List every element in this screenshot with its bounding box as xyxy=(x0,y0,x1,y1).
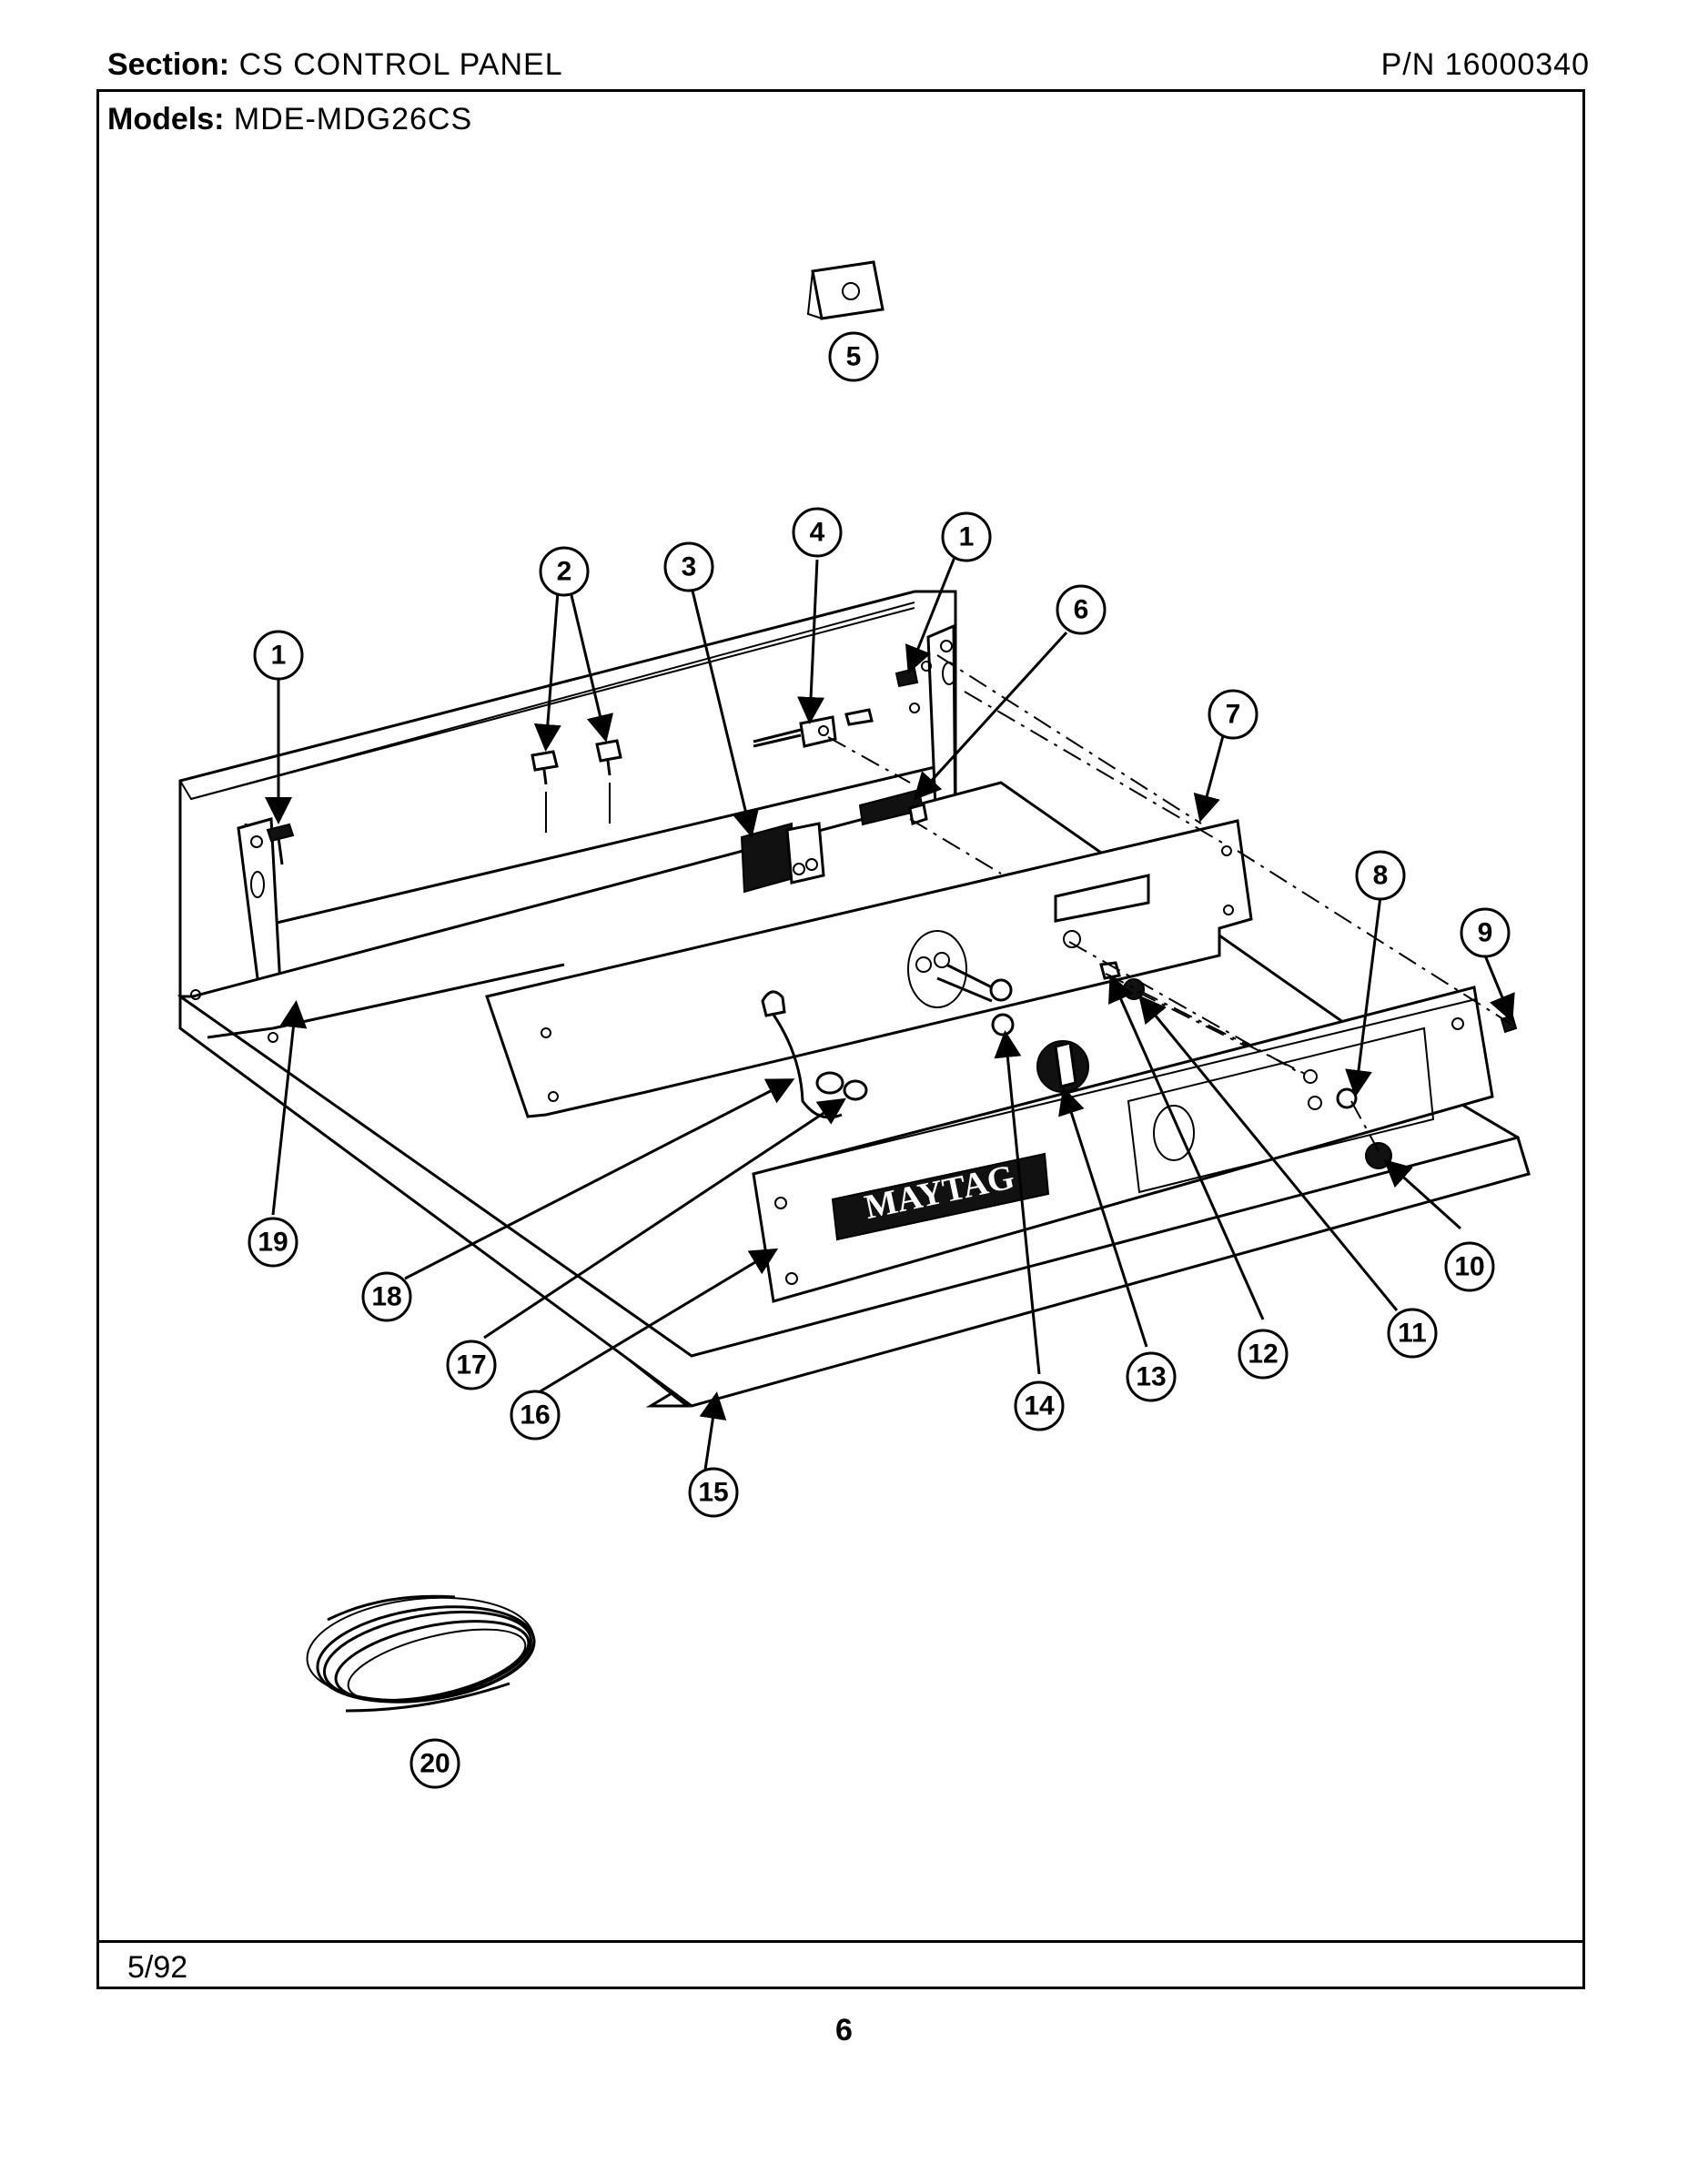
assembly-lines xyxy=(827,654,1511,1152)
section-value: CS CONTROL PANEL xyxy=(238,47,563,82)
callout-15: 15 xyxy=(688,1467,739,1518)
callout-17: 17 xyxy=(446,1340,497,1390)
svg-text:11: 11 xyxy=(1398,1319,1427,1349)
svg-text:10: 10 xyxy=(1454,1252,1484,1282)
revision-date: 5/92 xyxy=(127,1950,188,1985)
models-label: Models: xyxy=(107,102,225,136)
callout-12: 12 xyxy=(1238,1329,1289,1380)
control-bracket xyxy=(485,819,1253,1118)
callout-11: 11 xyxy=(1387,1308,1438,1359)
svg-text:12: 12 xyxy=(1248,1340,1278,1370)
svg-text:3: 3 xyxy=(682,552,697,582)
svg-text:15: 15 xyxy=(698,1478,728,1508)
svg-text:1: 1 xyxy=(959,522,975,552)
svg-text:8: 8 xyxy=(1373,861,1389,891)
models-value: MDE-MDG26CS xyxy=(233,102,473,136)
callout-6: 6 xyxy=(1056,584,1107,635)
callout-13: 13 xyxy=(1126,1351,1177,1402)
svg-text:18: 18 xyxy=(371,1282,401,1312)
section-label: Section: xyxy=(107,47,230,82)
svg-text:16: 16 xyxy=(520,1400,550,1431)
footer-divider xyxy=(96,1940,1585,1943)
svg-text:5: 5 xyxy=(846,342,862,372)
callout-8: 8 xyxy=(1355,850,1406,901)
callout-9: 9 xyxy=(1460,907,1511,958)
callout-18: 18 xyxy=(361,1271,412,1322)
callout-19: 19 xyxy=(248,1217,298,1268)
part-number: P/N 16000340 xyxy=(1381,47,1590,83)
page-number: 6 xyxy=(835,2013,853,2048)
callout-1-left: 1 xyxy=(253,630,304,681)
callout-4: 4 xyxy=(792,507,843,558)
leader-lines xyxy=(265,554,1515,1471)
part-switch-3 xyxy=(740,822,825,894)
part-switch-6 xyxy=(858,788,928,826)
part-knob-13 xyxy=(1036,1040,1089,1093)
pn-label: P/N xyxy=(1380,47,1436,82)
section-heading: Section: CS CONTROL PANEL xyxy=(107,47,563,83)
part-screws-1-left xyxy=(266,823,295,865)
part-wire-harness-20 xyxy=(306,1594,536,1713)
svg-text:7: 7 xyxy=(1226,700,1241,730)
svg-text:13: 13 xyxy=(1136,1362,1166,1392)
callout-5: 5 xyxy=(828,331,879,382)
svg-text:20: 20 xyxy=(419,1749,450,1779)
callout-7: 7 xyxy=(1208,689,1258,740)
callout-3: 3 xyxy=(663,541,714,592)
svg-text:6: 6 xyxy=(1074,595,1089,625)
callout-16: 16 xyxy=(510,1390,561,1441)
svg-text:14: 14 xyxy=(1024,1391,1055,1421)
callout-1-right: 1 xyxy=(941,511,992,562)
svg-text:19: 19 xyxy=(258,1228,288,1258)
callout-14: 14 xyxy=(1014,1380,1065,1431)
part-screw-9 xyxy=(1500,1014,1518,1034)
part-clip xyxy=(806,260,884,320)
svg-text:17: 17 xyxy=(456,1350,486,1380)
models-heading: Models: MDE-MDG26CS xyxy=(107,102,472,137)
callout-20: 20 xyxy=(409,1738,460,1789)
svg-text:2: 2 xyxy=(557,557,572,587)
svg-text:1: 1 xyxy=(271,641,287,671)
svg-text:9: 9 xyxy=(1478,918,1493,948)
callout-2: 2 xyxy=(539,546,590,597)
callout-10: 10 xyxy=(1444,1241,1495,1292)
diagram-frame xyxy=(96,89,1585,1989)
svg-text:4: 4 xyxy=(810,518,825,548)
pn-value: 16000340 xyxy=(1444,47,1590,82)
part-lamps-14 xyxy=(907,930,1081,1036)
